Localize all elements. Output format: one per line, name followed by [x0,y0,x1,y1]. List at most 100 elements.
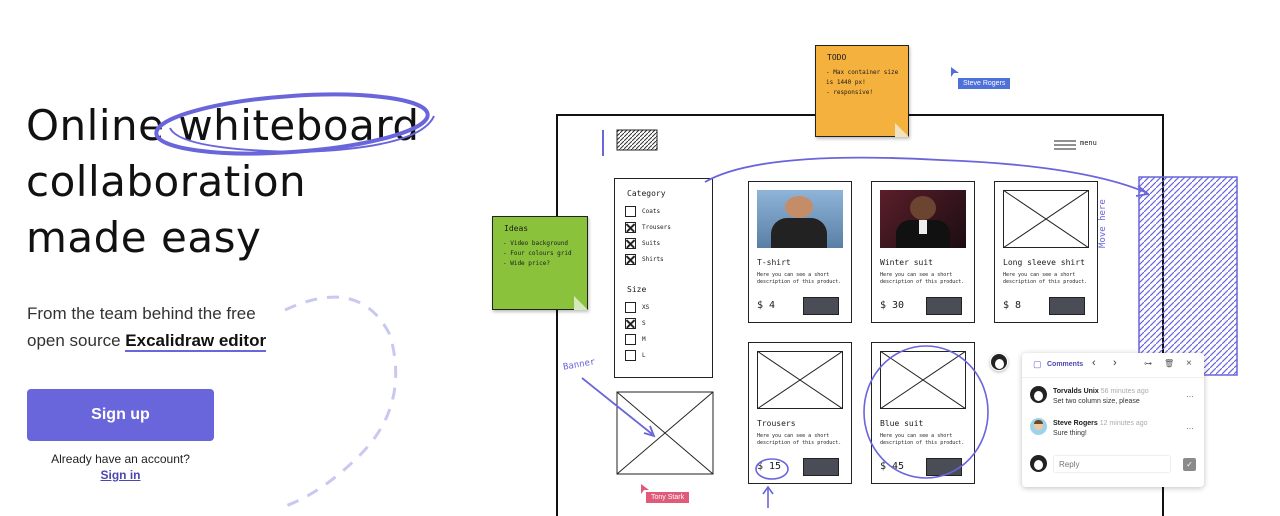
filter-option[interactable]: Trousers [625,219,671,235]
comments-panel: ▢ Comments ‹ › ⊶ 🗑 × Torvalds Unix 56 mi… [1022,353,1204,487]
hero-highlight-word: whiteboard [178,101,420,150]
checkbox-icon[interactable] [625,349,636,361]
next-comment-icon[interactable]: › [1113,357,1117,369]
filter-option[interactable]: Suits [625,235,671,251]
hero-line-1: Online whiteboard [26,98,486,154]
filter-option-label: S [642,319,646,327]
checked-box-icon[interactable] [625,253,636,265]
comment-author: Torvalds Unix 56 minutes ago [1053,388,1149,395]
ideas-list: - Video background- Four colours grid- W… [503,239,587,269]
checked-box-icon[interactable] [625,317,636,329]
filter-option[interactable]: XS [625,299,649,315]
logo-placeholder [616,129,658,151]
image-placeholder-icon [1003,190,1089,248]
ideas-sticky-note[interactable]: Ideas - Video background- Four colours g… [492,216,588,310]
comment-author: Steve Rogers 12 minutes ago [1053,420,1148,427]
comment-time: 12 minutes ago [1099,420,1148,427]
note-fold [895,123,909,137]
more-options-icon[interactable]: … [1186,390,1194,399]
filter-option-label: M [642,335,646,343]
cursor-tag-steve: Steve Rogers [958,78,1011,89]
highlight-ellipse [154,92,435,156]
product-description: Here you can see a short description of … [757,433,842,446]
filter-option-label: Shirts [642,255,664,263]
product-description: Here you can see a short description of … [1003,272,1088,285]
sign-up-button[interactable]: Sign up [27,389,214,441]
note-item: is 1440 px! [826,79,866,86]
image-placeholder-icon [880,351,966,409]
comment-text: Set two column size, please [1053,398,1140,405]
penguin-avatar-icon [1030,455,1047,472]
checked-box-icon[interactable] [625,237,636,249]
checkbox-icon[interactable] [625,205,636,217]
product-description: Here you can see a short description of … [880,433,965,446]
product-description: Here you can see a short description of … [757,272,842,285]
note-item: - responsive! [826,89,873,96]
reply-input[interactable] [1053,455,1171,473]
user-avatar-icon [1030,418,1047,435]
filter-option-label: Coats [642,207,661,215]
filter-option[interactable]: L [625,347,649,363]
product-price: $ 8 [1003,300,1022,311]
filter-option[interactable]: Coats [625,203,671,219]
checked-box-icon[interactable] [625,221,636,233]
filter-option[interactable]: Shirts [625,251,671,267]
menu-icon[interactable] [1054,139,1076,151]
hatched-column [1138,176,1238,376]
add-to-cart-button[interactable] [803,458,839,476]
filter-option-label: Suits [642,239,661,247]
comment-marker-avatar[interactable] [990,353,1008,371]
filter-option-label: L [642,351,646,359]
note-item: - Max container size [826,69,899,76]
product-title: Trousers [757,419,796,428]
product-photo [880,190,966,248]
add-to-cart-button[interactable] [1049,297,1085,315]
penguin-avatar-icon [991,354,1007,370]
filter-option-label: XS [642,303,650,311]
filter-option[interactable]: M [625,331,649,347]
comments-title: Comments [1047,361,1084,368]
excalidraw-editor-link[interactable]: Excalidraw editor [125,331,267,352]
annotation-arrows [581,156,1151,508]
product-price: $ 30 [880,300,905,311]
prev-comment-icon[interactable]: ‹ [1092,357,1096,369]
reply-avatar [1030,455,1047,472]
hero-line-3: made easy [26,213,262,262]
filter-option-label: Trousers [642,223,671,231]
more-options-icon[interactable]: … [1186,422,1194,431]
sign-in-link[interactable]: Sign in [100,468,141,482]
filter-option[interactable]: S [625,315,649,331]
product-title: Blue suit [880,419,924,428]
comment-bubble-icon: ▢ [1033,359,1042,369]
product-description: Here you can see a short description of … [880,272,965,285]
comment-text: Sure thing! [1053,430,1087,437]
checkbox-icon[interactable] [625,301,636,313]
dashed-curve-decoration [279,295,398,508]
add-to-cart-button[interactable] [926,297,962,315]
close-icon[interactable]: × [1186,358,1192,369]
cursor-arrow-icon [641,484,649,494]
image-placeholder-icon [757,351,843,409]
penguin-avatar-icon [1030,386,1047,403]
note-fold [574,296,588,310]
checkbox-icon[interactable] [625,333,636,345]
cursor-tag-tony: Tony Stark [646,492,690,503]
link-icon[interactable]: ⊶ [1144,359,1152,368]
comments-header: ▢ Comments ‹ › ⊶ 🗑 × [1022,353,1204,378]
trash-icon[interactable]: 🗑 [1164,359,1175,368]
already-account-text: Already have an account? [51,452,190,466]
product-title: T-shirt [757,258,791,267]
note-item: - Wide price? [503,260,550,267]
send-check-icon[interactable]: ✓ [1183,458,1196,471]
note-item: - Video background [503,240,569,247]
add-to-cart-button[interactable] [803,297,839,315]
